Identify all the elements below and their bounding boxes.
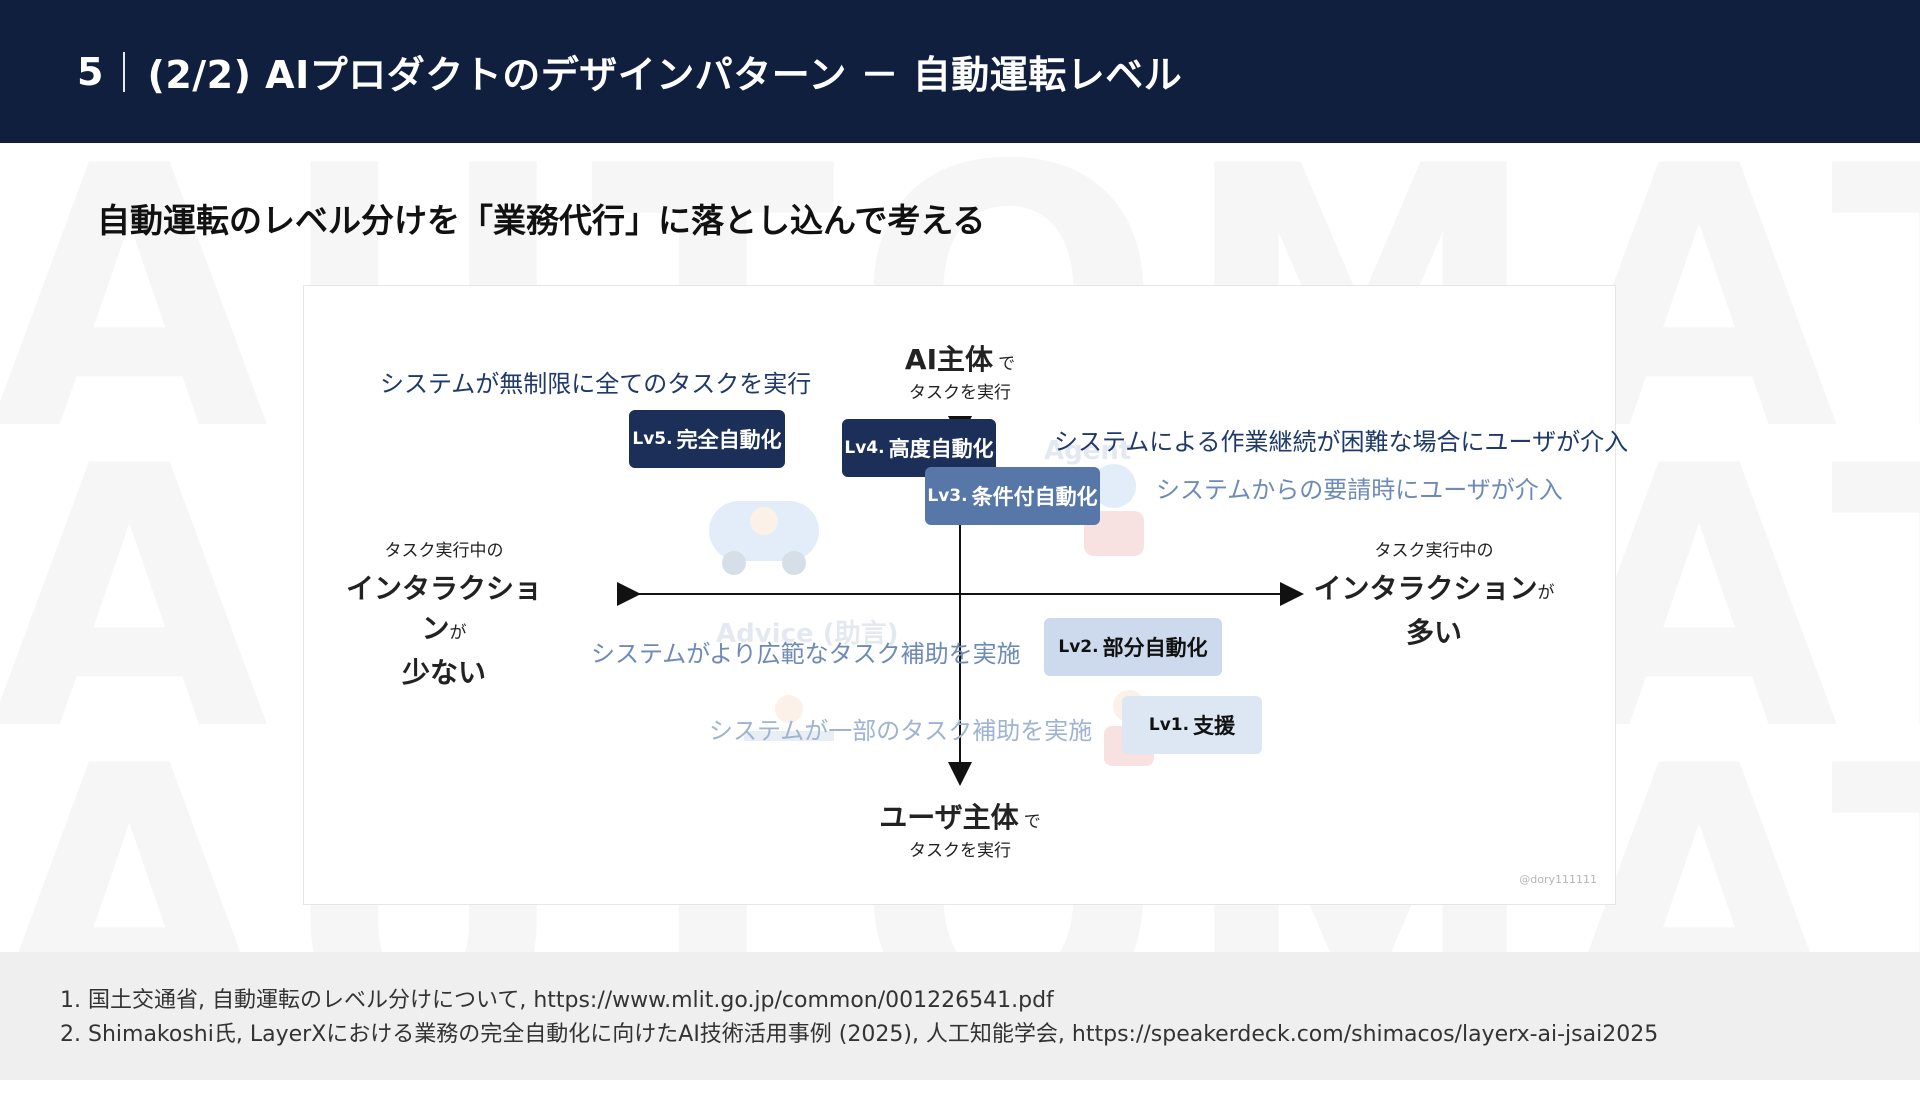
level-2-description: システムがより広範なタスク補助を実施: [591, 640, 1021, 668]
author-credit: @dory111111: [1519, 873, 1597, 886]
right-axis-label: タスク実行中の インタラクションが 多い: [1304, 536, 1564, 651]
slide-subtitle: 自動運転のレベル分けを「業務代行」に落とし込んで考える: [97, 201, 986, 240]
footnote-item: 国土交通省, 自動運転のレベル分けについて, https://www.mlit.…: [88, 984, 1658, 1018]
right-axis-pre: タスク実行中の: [1374, 541, 1494, 561]
level-3-description: システムからの要請時にユーザが介入: [1156, 476, 1563, 504]
bottom-axis-label: ユーザ主体 で タスクを実行: [830, 796, 1090, 861]
level-4-number: Lv4.: [844, 438, 885, 458]
footnotes: 国土交通省, 自動運転のレベル分けについて, https://www.mlit.…: [0, 952, 1920, 1080]
level-2-label: 部分自動化: [1102, 636, 1208, 660]
bottom-axis-main: ユーザ主体: [879, 801, 1019, 834]
person-desk-illustration-icon: [744, 695, 834, 741]
page-title: (2/2) AIプロダクトのデザインパターン － 自動運転レベル: [147, 53, 1183, 97]
ghost-label: Advice (助言): [716, 619, 899, 649]
level-2-badge: Lv2.部分自動化: [1044, 618, 1222, 676]
left-axis-main: インタラクション: [345, 572, 542, 645]
left-axis-main2: 少ない: [401, 656, 486, 689]
level-3-number: Lv3.: [927, 486, 968, 506]
top-axis-label: AI主体 で タスクを実行: [860, 338, 1060, 403]
left-axis-suffix: が: [449, 623, 467, 643]
page-number: 5: [77, 49, 104, 94]
top-axis-main: AI主体: [904, 343, 993, 376]
right-axis-main2: 多い: [1405, 616, 1462, 649]
top-axis-suffix: で: [998, 354, 1016, 374]
level-3-label: 条件付自動化: [971, 485, 1098, 509]
level-1-label: 支援: [1193, 714, 1236, 738]
level-4-description: システムによる作業継続が困難な場合にユーザが介入: [1054, 428, 1629, 456]
right-axis-suffix: が: [1537, 583, 1555, 603]
bottom-axis-sub: タスクを実行: [909, 841, 1011, 861]
level-4-label: 高度自動化: [888, 437, 994, 461]
level-1-number: Lv1.: [1148, 715, 1190, 735]
level-5-description: システムが無制限に全てのタスクを実行: [380, 370, 812, 398]
header-separator: [123, 51, 126, 92]
footnote-item: Shimakoshi氏, LayerXにおける業務の完全自動化に向けたAI技術活…: [88, 1018, 1658, 1052]
automation-level-diagram: Advice (助言) Agent AI主体 で タスクを実行 ユーザ主体 で …: [303, 285, 1628, 905]
level-5-label: 完全自動化: [676, 428, 782, 452]
level-2-number: Lv2.: [1058, 637, 1099, 657]
ghost-label: Agent: [1044, 436, 1132, 466]
header-bar: 5 (2/2) AIプロダクトのデザインパターン － 自動運転レベル: [0, 0, 1920, 143]
right-axis-main: インタラクション: [1313, 572, 1538, 605]
bottom-axis-suffix: で: [1023, 812, 1041, 832]
level-5-badge: Lv5.完全自動化: [629, 410, 785, 468]
left-axis-pre: タスク実行中の: [384, 541, 504, 561]
car-illustration-icon: [709, 501, 819, 575]
level-1-badge: Lv1.支援: [1122, 696, 1262, 754]
level-5-number: Lv5.: [632, 429, 673, 449]
level-3-badge: Lv3.条件付自動化: [925, 467, 1100, 525]
top-axis-sub: タスクを実行: [909, 383, 1011, 403]
left-axis-label: タスク実行中の インタラクションが 少ない: [334, 536, 554, 691]
level-1-description: システムが一部のタスク補助を実施: [709, 717, 1093, 745]
